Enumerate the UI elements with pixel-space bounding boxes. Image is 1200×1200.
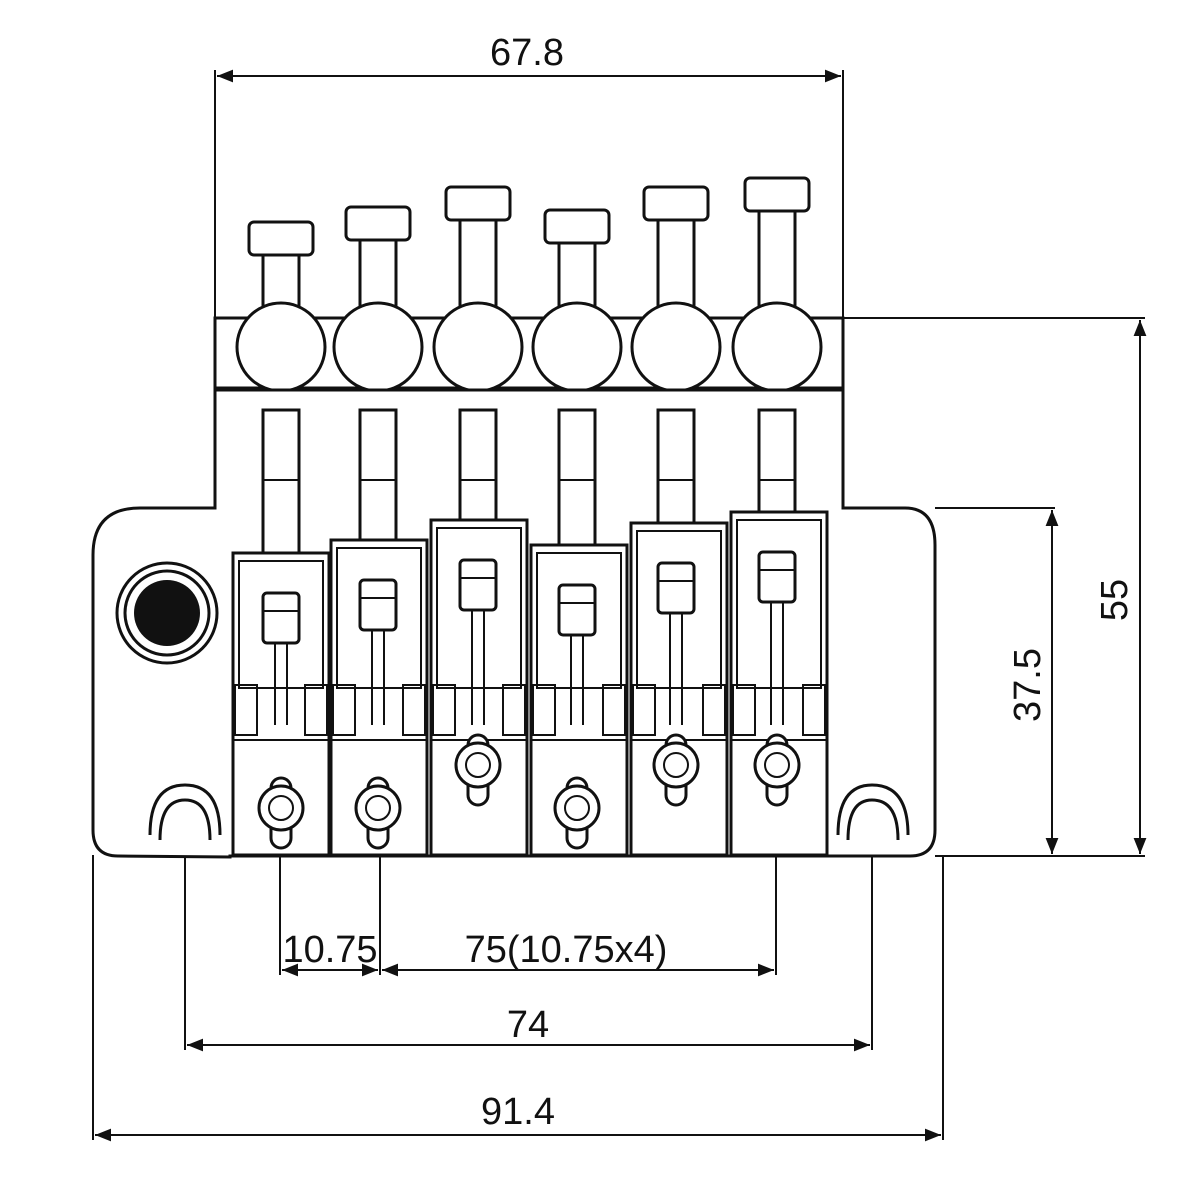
saddle-rod [358, 408, 398, 547]
string-lock-bar [213, 301, 845, 393]
dim-base-height: 37.5 [1007, 648, 1049, 722]
saddle-rod [757, 408, 797, 519]
saddle-screw [753, 741, 801, 789]
saddle [429, 408, 529, 857]
dim-overall-height: 55 [1094, 579, 1136, 621]
saddle [629, 408, 729, 857]
saddle-rod [458, 408, 498, 527]
screw-head [444, 185, 512, 222]
lock-knob [432, 301, 524, 393]
saddle [231, 408, 331, 857]
hex-socket-icon [268, 795, 294, 821]
saddle [529, 408, 629, 857]
dim-top-width: 67.8 [490, 32, 564, 74]
lock-knob [630, 301, 722, 393]
dim-saddle-span: 75(10.75x4) [465, 929, 668, 971]
saddle-rod [261, 408, 301, 560]
saddles [231, 408, 829, 857]
lock-knob [332, 301, 424, 393]
hex-socket-icon [564, 795, 590, 821]
saddle-screw [454, 741, 502, 789]
lock-knobs [235, 301, 823, 393]
dim-saddle-spacing: 10.75 [282, 929, 377, 971]
arm-socket-icon [115, 561, 219, 665]
saddle-block [656, 561, 696, 615]
saddle-screw [652, 741, 700, 789]
saddle-block [757, 550, 797, 604]
dim-stud-spacing: 74 [507, 1004, 549, 1046]
lock-knob [731, 301, 823, 393]
saddle-rod [656, 408, 696, 530]
dimension-lines [95, 69, 1147, 1142]
hex-socket-icon [465, 752, 491, 778]
lock-knob [531, 301, 623, 393]
screw-head [543, 208, 611, 245]
hex-socket-icon [663, 752, 689, 778]
saddle-screw [257, 784, 305, 832]
screw-head [642, 185, 710, 222]
saddle-screw [553, 784, 601, 832]
saddle-block [358, 578, 398, 632]
saddle [729, 408, 829, 857]
saddle-screw [354, 784, 402, 832]
dim-overall-width: 91.4 [481, 1091, 555, 1133]
tension-screws [247, 176, 811, 335]
saddle [329, 408, 429, 857]
hex-socket-icon [365, 795, 391, 821]
saddle-block [557, 583, 597, 637]
saddle-block [458, 558, 498, 612]
screw-head [743, 176, 811, 213]
screw-head [344, 205, 412, 242]
lock-knob [235, 301, 327, 393]
tension-screw [247, 220, 315, 335]
saddle-block [261, 591, 301, 645]
screw-head [247, 220, 315, 257]
stud-notches [148, 783, 910, 841]
hex-socket-icon [764, 752, 790, 778]
